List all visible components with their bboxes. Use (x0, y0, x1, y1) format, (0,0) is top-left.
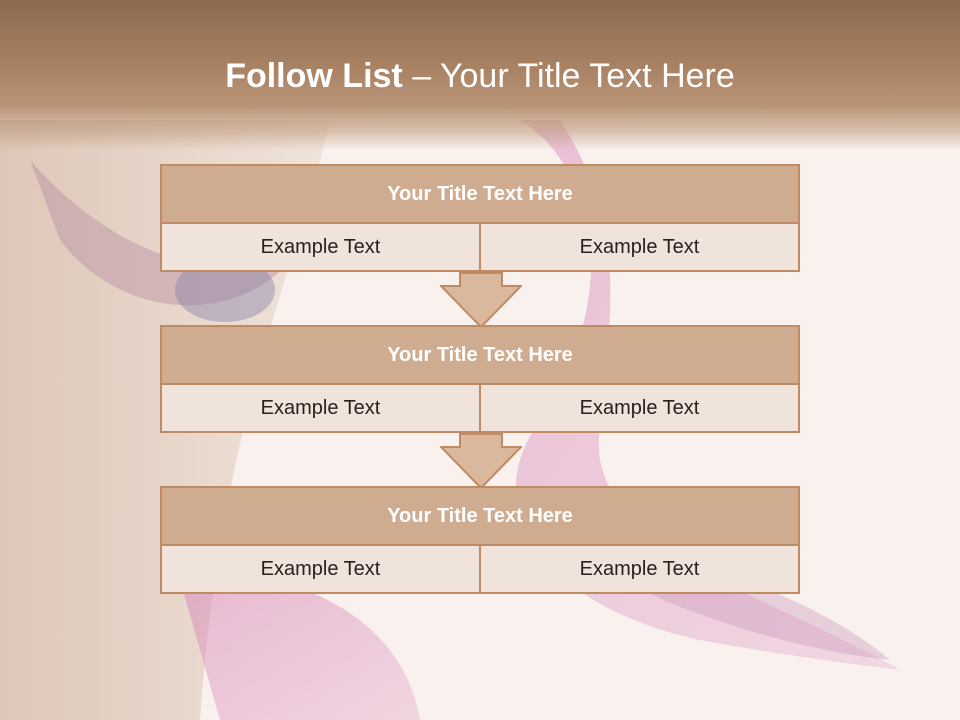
step-title: Your Title Text Here (162, 166, 798, 224)
step-cells: Example Text Example Text (162, 546, 798, 592)
down-arrow-icon (440, 433, 522, 489)
header-band (0, 0, 960, 150)
step-cell-right: Example Text (479, 224, 798, 270)
step-cell-left: Example Text (162, 224, 479, 270)
slide-title: Follow List – Your Title Text Here (0, 52, 960, 100)
step-box-1: Your Title Text Here Example Text Exampl… (160, 164, 800, 272)
step-cell-right: Example Text (479, 385, 798, 431)
step-box-3: Your Title Text Here Example Text Exampl… (160, 486, 800, 594)
step-title: Your Title Text Here (162, 488, 798, 546)
step-cell-left: Example Text (162, 385, 479, 431)
slide-title-bold: Follow List (225, 57, 403, 95)
step-cell-left: Example Text (162, 546, 479, 592)
step-title: Your Title Text Here (162, 327, 798, 385)
slide-title-rest: – Your Title Text Here (412, 57, 735, 95)
down-arrow-icon (440, 272, 522, 328)
step-cell-right: Example Text (479, 546, 798, 592)
step-cells: Example Text Example Text (162, 224, 798, 270)
step-box-2: Your Title Text Here Example Text Exampl… (160, 325, 800, 433)
step-cells: Example Text Example Text (162, 385, 798, 431)
